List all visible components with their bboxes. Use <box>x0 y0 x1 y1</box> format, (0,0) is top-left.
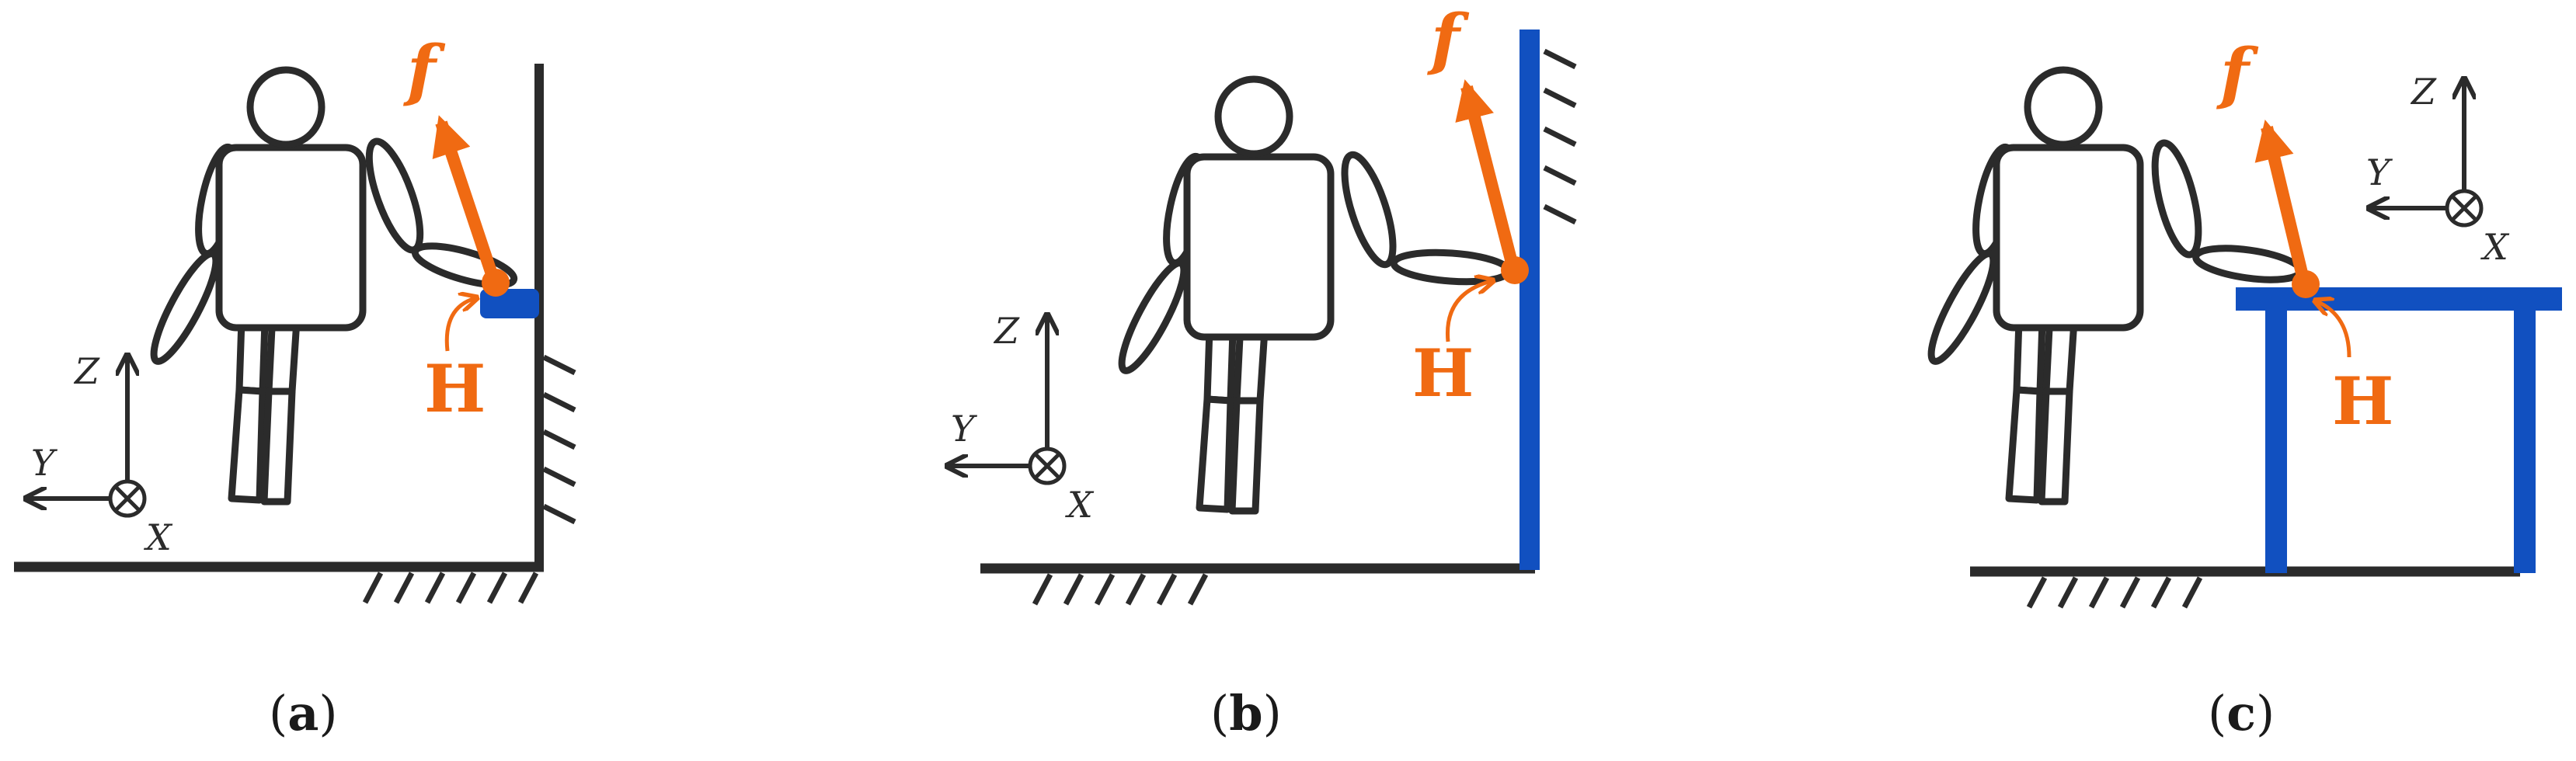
axis-z-label: Z <box>2410 71 2437 113</box>
axis-z-label: Z <box>73 350 100 392</box>
point-label-h: H <box>424 350 486 427</box>
force-arrow <box>432 115 500 283</box>
axis-y-label: Y <box>951 408 978 450</box>
panel-b: f H Z Y X (b) <box>949 0 1577 742</box>
coordinate-frame: Z Y X <box>949 310 1095 526</box>
caption-c: (c) <box>2208 685 2275 742</box>
force-arrow <box>2254 120 2310 284</box>
h-pointer <box>444 298 475 352</box>
ground-hatching <box>362 572 539 604</box>
force-label: f <box>2216 34 2259 113</box>
coordinate-frame: Z Y X <box>2366 71 2510 268</box>
caption-b: (b) <box>1210 685 1282 742</box>
wall-hatching <box>1543 48 1577 225</box>
axis-y-label: Y <box>2366 151 2393 193</box>
axis-y-label: Y <box>31 442 58 484</box>
robot <box>144 70 518 502</box>
force-arrow <box>1455 79 1519 270</box>
contact-point <box>482 269 510 297</box>
point-label-h: H <box>2332 363 2393 440</box>
panel-c: f H Z Y X (c) <box>1921 34 2562 742</box>
caption-a: (a) <box>269 685 338 742</box>
contact-point <box>2292 270 2320 298</box>
ground-hatching <box>1032 573 1209 606</box>
axis-z-label: Z <box>993 310 1020 352</box>
h-pointer <box>1445 281 1492 342</box>
coordinate-frame: Z Y X <box>28 350 173 558</box>
wall <box>1519 30 1540 570</box>
point-label-h: H <box>1412 335 1474 412</box>
force-label: f <box>402 31 446 109</box>
wall-hatching <box>542 354 576 525</box>
ground-hatching <box>2026 576 2203 609</box>
contact-point <box>1501 256 1529 284</box>
force-label: f <box>1426 0 1470 78</box>
h-pointer <box>2317 301 2351 358</box>
table <box>2236 287 2562 573</box>
axis-x-label: X <box>2480 226 2510 268</box>
panel-a: f H Z Y X (a) <box>14 31 576 742</box>
axis-x-label: X <box>144 516 173 558</box>
robot <box>1112 79 1513 511</box>
robot <box>1921 70 2304 502</box>
axis-x-label: X <box>1065 484 1095 526</box>
